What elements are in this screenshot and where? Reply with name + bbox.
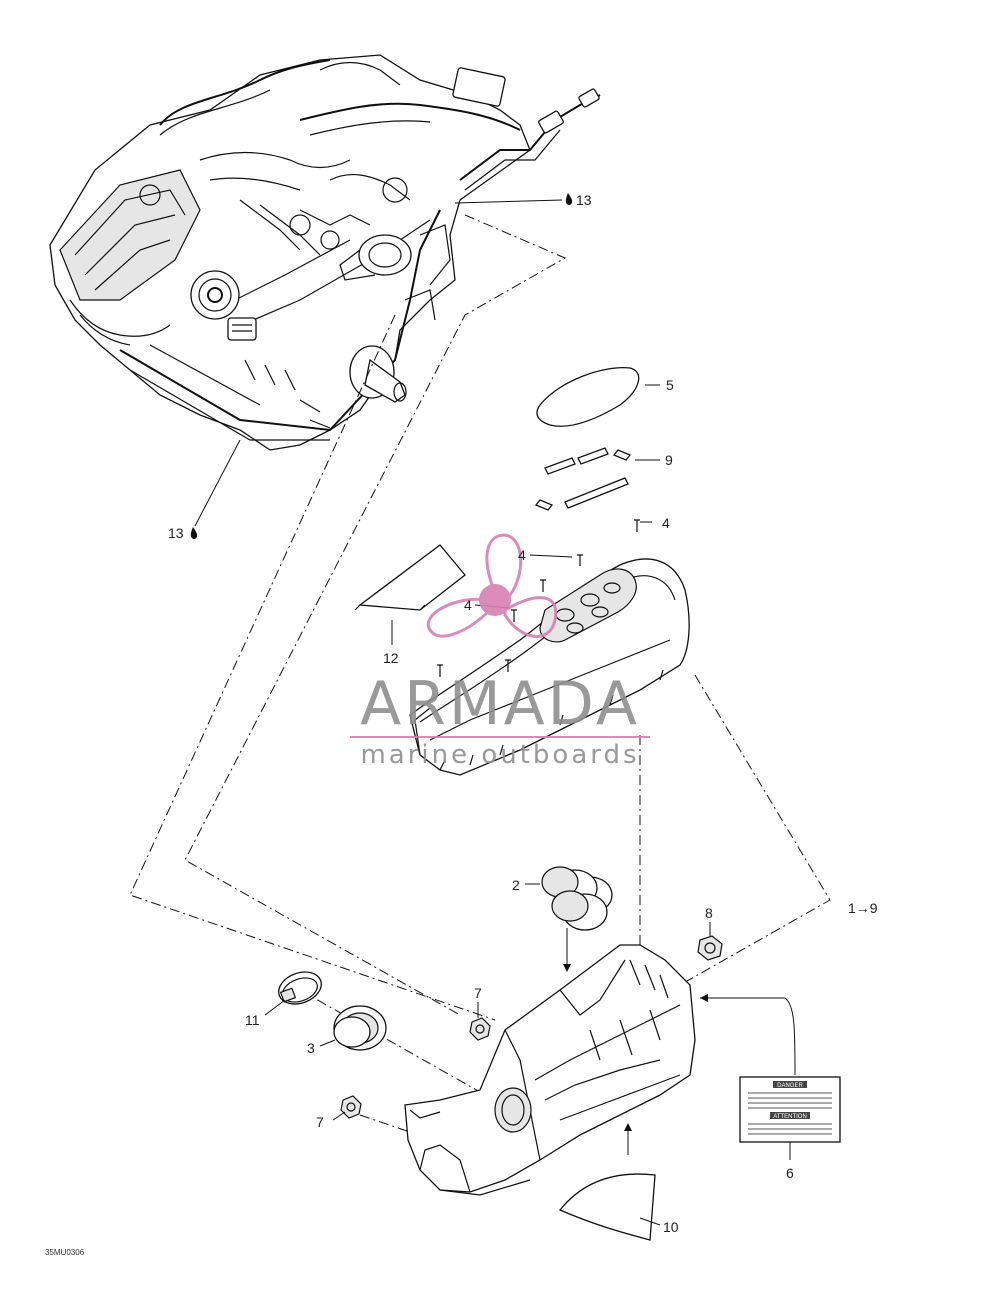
callout-11: 11 [245,1012,260,1028]
drop-icon [190,527,198,539]
propeller-logo [426,533,558,638]
part-7-upper-nut [469,1002,491,1041]
label-plate-heading-2: ATTENTION [773,1114,807,1120]
callout-13-top: 13 [576,192,592,208]
part-8-nut [697,922,723,961]
top-cover [409,519,690,776]
part-3-bellow [319,1005,387,1051]
callout-13-left: 13 [168,525,184,541]
part-9-strips [534,447,660,511]
callout-1-9: 1→9 [848,900,878,916]
callout-7-lower: 7 [316,1114,324,1130]
drop-icon [565,193,573,205]
watermark-subtitle: marine outboards [360,740,639,770]
callout-7-upper: 7 [474,985,482,1001]
part-11-clamp [264,971,322,1016]
callout-12: 12 [383,650,399,666]
callout-10: 10 [663,1219,679,1235]
callout-4-mid: 4 [518,547,526,563]
callout-5: 5 [666,377,674,393]
part-5-pad [536,366,640,427]
document-id: 35MU0306 [45,1248,85,1257]
callout-4-left: 4 [464,597,472,613]
part-7-lower-nut [332,1095,362,1121]
engine-assembly [49,54,601,451]
part-6-label-plate: DANGER ATTENTION [700,994,841,1160]
part-2-grommet [525,866,613,972]
part-12-plate [354,544,466,645]
callout-2: 2 [512,877,520,893]
callout-8: 8 [705,905,713,921]
callout-3: 3 [307,1040,315,1056]
lower-base [404,944,696,1196]
assembly-dash-lines [129,214,831,1133]
watermark-title: ARMADA [360,669,640,739]
part-10-pad [558,1173,661,1241]
armada-watermark: ARMADA marine outboards [350,533,650,770]
callout-labels: 13 13 5 9 4 4 4 12 2 8 1→9 7 11 3 7 6 10 [168,192,878,1235]
callout-9: 9 [665,452,673,468]
callout-4-right: 4 [662,515,670,531]
label-plate-heading-1: DANGER [777,1083,803,1089]
callout-6: 6 [786,1165,794,1181]
